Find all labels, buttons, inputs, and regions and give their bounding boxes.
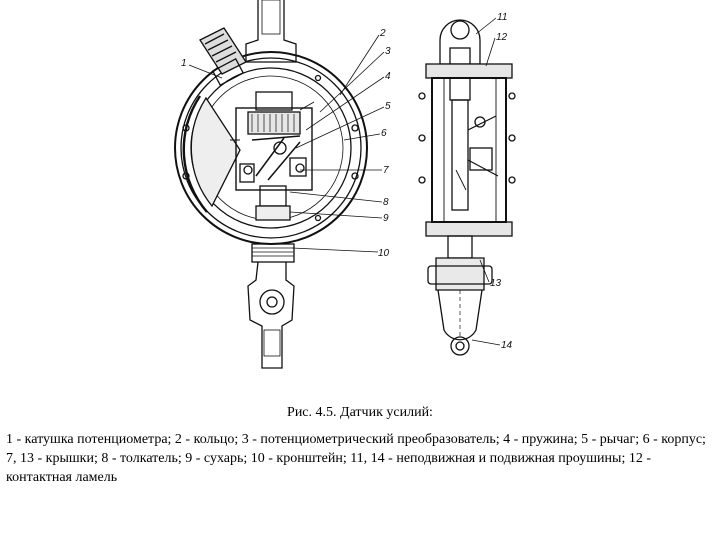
figure-caption-legend: 1 - катушка потенциометра; 2 - кольцо; 3… — [6, 432, 706, 485]
callout-8: 8 — [383, 197, 389, 208]
callout-7: 7 — [383, 165, 389, 176]
leader-lines — [188, 17, 501, 346]
callout-10: 10 — [378, 248, 390, 259]
callout-12: 12 — [496, 32, 508, 43]
front-view — [174, 0, 368, 369]
callout-2: 2 — [379, 28, 386, 39]
callout-11: 11 — [497, 12, 507, 23]
callout-14: 14 — [501, 340, 513, 351]
callout-3: 3 — [385, 46, 391, 57]
callout-6: 6 — [381, 128, 387, 139]
side-view — [418, 19, 516, 356]
callout-1: 1 — [181, 58, 187, 69]
force-sensor-drawing: 1 2 3 4 5 6 7 8 9 10 11 12 13 14 — [174, 0, 516, 369]
callout-4: 4 — [385, 71, 391, 82]
callout-5: 5 — [385, 101, 391, 112]
callout-13: 13 — [490, 278, 502, 289]
figure-caption-title: Рис. 4.5. Датчик усилий: — [287, 405, 433, 420]
callout-9: 9 — [383, 213, 389, 224]
